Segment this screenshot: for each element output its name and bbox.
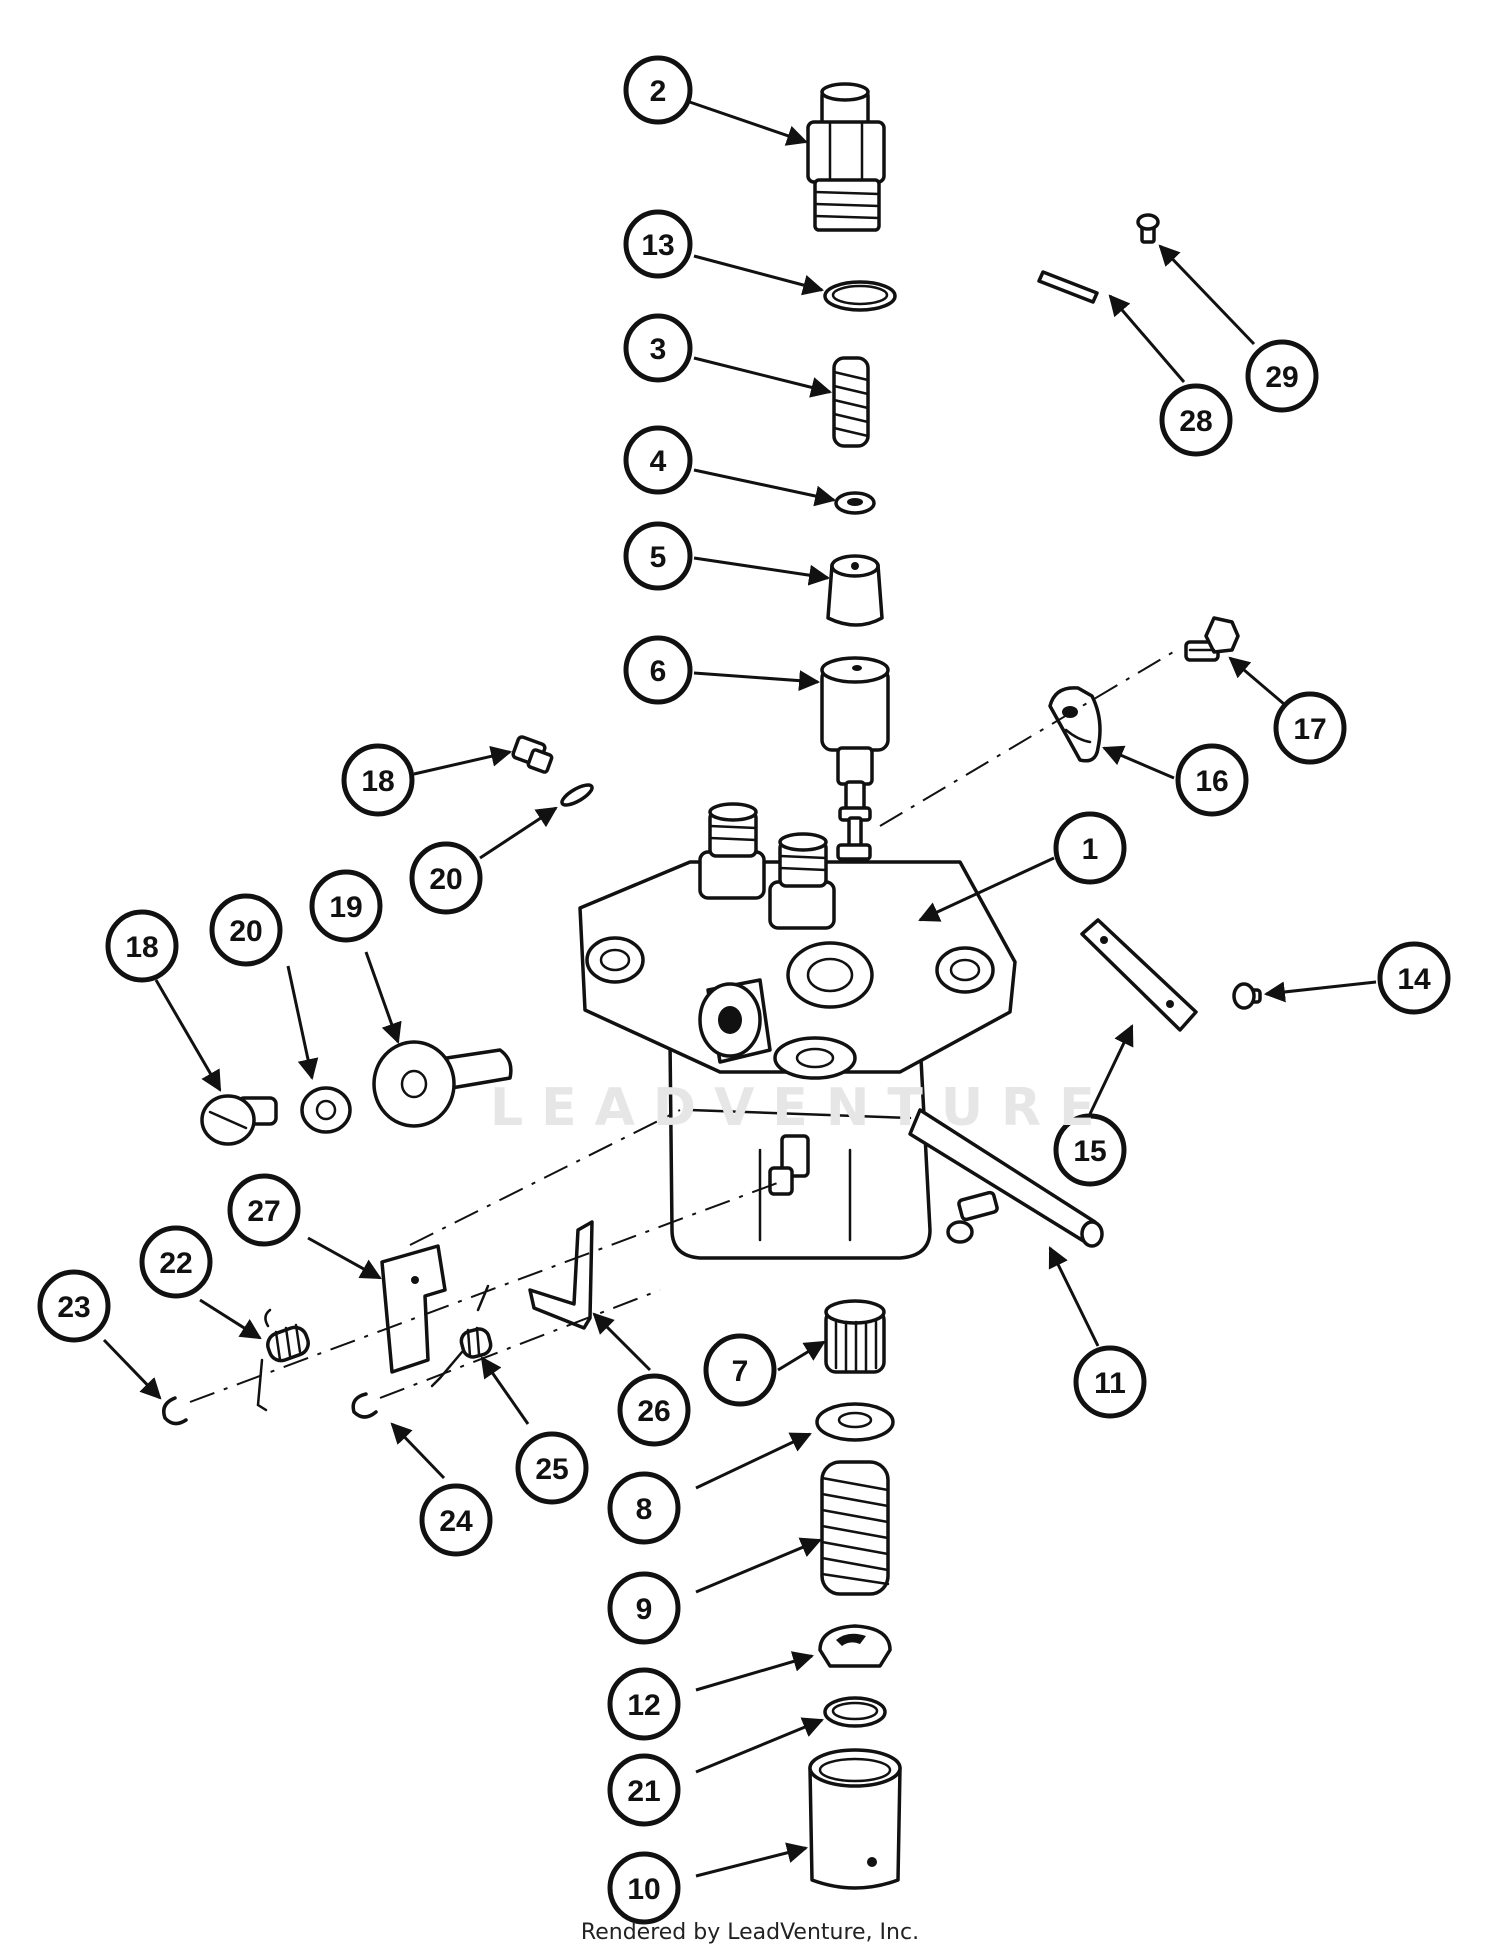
part-6-plunger[interactable] — [820, 656, 890, 861]
callout-21[interactable]: 21 — [607, 1753, 681, 1827]
svg-text:14: 14 — [1397, 963, 1431, 996]
part-18-fitting-upper[interactable] — [511, 735, 554, 774]
svg-text:15: 15 — [1073, 1135, 1106, 1168]
part-12-lower-spring-seat[interactable] — [818, 1624, 892, 1668]
watermark-text: LEADVENTURE — [490, 1078, 1113, 1138]
part-20-washer-lower[interactable] — [300, 1086, 352, 1134]
callout-9[interactable]: 9 — [607, 1571, 681, 1645]
svg-text:26: 26 — [637, 1395, 670, 1428]
callout-19[interactable]: 19 — [309, 869, 383, 943]
part-7-control-sleeve[interactable] — [824, 1299, 886, 1374]
callout-22[interactable]: 22 — [139, 1225, 213, 1299]
svg-text:16: 16 — [1195, 765, 1228, 798]
part-27-lever-plate[interactable] — [380, 1244, 447, 1374]
part-21-o-ring[interactable] — [823, 1696, 887, 1728]
callout-1[interactable]: 1 — [1053, 811, 1127, 885]
part-1-pump-body[interactable] — [578, 802, 1017, 1260]
part-4-washer[interactable] — [834, 491, 876, 515]
leader-lines — [102, 96, 1377, 1878]
part-14-screw[interactable] — [1232, 982, 1262, 1010]
part-28-pin[interactable] — [1037, 270, 1099, 304]
part-16-plate[interactable] — [1048, 686, 1102, 763]
part-23-clip[interactable] — [162, 1396, 188, 1426]
callout-4[interactable]: 4 — [623, 425, 693, 495]
svg-text:29: 29 — [1265, 361, 1298, 394]
callout-13[interactable]: 13 — [623, 209, 693, 279]
callout-11[interactable]: 11 — [1073, 1345, 1147, 1419]
svg-text:28: 28 — [1179, 405, 1212, 438]
part-25-spring[interactable] — [430, 1284, 493, 1388]
callout-25[interactable]: 25 — [515, 1431, 589, 1505]
svg-text:20: 20 — [229, 915, 262, 948]
callout-18-lower[interactable]: 18 — [105, 909, 179, 983]
callout-8[interactable]: 8 — [607, 1471, 681, 1545]
callout-20-upper[interactable]: 20 — [409, 841, 483, 915]
svg-text:4: 4 — [650, 445, 667, 478]
part-11-control-rod[interactable] — [908, 1108, 1104, 1248]
svg-text:11: 11 — [1094, 1367, 1126, 1400]
callout-20-lower[interactable]: 20 — [209, 893, 283, 967]
callout-16[interactable]: 16 — [1175, 743, 1249, 817]
svg-text:25: 25 — [535, 1453, 568, 1486]
svg-text:13: 13 — [641, 229, 674, 262]
part-20-washer-upper[interactable] — [559, 781, 594, 808]
svg-text:3: 3 — [650, 333, 667, 366]
assembly-center-lines — [189, 647, 1181, 1403]
part-26-bracket[interactable] — [528, 1220, 594, 1330]
svg-text:23: 23 — [57, 1291, 90, 1324]
callout-27[interactable]: 27 — [227, 1173, 301, 1247]
svg-text:6: 6 — [650, 655, 667, 688]
svg-text:19: 19 — [329, 891, 362, 924]
part-19-banjo-connector[interactable] — [372, 1040, 513, 1128]
svg-text:24: 24 — [439, 1505, 473, 1538]
part-2-delivery-valve-holder[interactable] — [806, 82, 886, 232]
part-18-banjo-bolt[interactable] — [200, 1094, 278, 1146]
svg-text:10: 10 — [627, 1873, 660, 1906]
svg-text:22: 22 — [159, 1247, 192, 1280]
callout-10[interactable]: 10 — [607, 1851, 681, 1925]
part-15-gasket-plate[interactable] — [1080, 918, 1198, 1032]
svg-text:7: 7 — [732, 1355, 749, 1388]
callout-14[interactable]: 14 — [1377, 941, 1451, 1015]
callout-3[interactable]: 3 — [623, 313, 693, 383]
credit-footer: Rendered by LeadVenture, Inc. — [580, 1920, 920, 1945]
svg-text:17: 17 — [1293, 713, 1326, 746]
svg-text:18: 18 — [125, 931, 158, 964]
part-3-spring[interactable] — [832, 356, 870, 448]
callout-6[interactable]: 6 — [623, 635, 693, 705]
callout-5[interactable]: 5 — [623, 521, 693, 591]
svg-text:9: 9 — [636, 1593, 653, 1626]
callout-26[interactable]: 26 — [617, 1373, 691, 1447]
callout-17[interactable]: 17 — [1273, 691, 1347, 765]
callout-7[interactable]: 7 — [703, 1333, 777, 1407]
part-17-bolt[interactable] — [1184, 616, 1240, 662]
part-24-clip[interactable] — [351, 1392, 378, 1419]
callout-23[interactable]: 23 — [37, 1269, 111, 1343]
callout-2[interactable]: 2 — [623, 55, 693, 125]
svg-text:5: 5 — [650, 541, 667, 574]
svg-text:21: 21 — [627, 1775, 660, 1808]
part-13-o-ring[interactable] — [823, 280, 897, 312]
callout-15[interactable]: 15 — [1053, 1113, 1127, 1187]
callout-24[interactable]: 24 — [419, 1483, 493, 1557]
part-9-plunger-spring[interactable] — [820, 1460, 890, 1596]
part-10-tappet[interactable] — [808, 1748, 902, 1890]
svg-text:12: 12 — [627, 1689, 660, 1722]
svg-text:27: 27 — [247, 1195, 280, 1228]
svg-text:18: 18 — [361, 765, 394, 798]
part-29-screw[interactable] — [1136, 213, 1160, 244]
callout-28[interactable]: 28 — [1159, 383, 1233, 457]
svg-text:20: 20 — [429, 863, 462, 896]
callout-12[interactable]: 12 — [607, 1667, 681, 1741]
svg-text:1: 1 — [1082, 833, 1099, 866]
part-8-spring-seat[interactable] — [815, 1402, 895, 1442]
svg-text:2: 2 — [650, 75, 667, 108]
svg-text:8: 8 — [636, 1493, 653, 1526]
callout-29[interactable]: 29 — [1245, 339, 1319, 413]
callout-18-upper[interactable]: 18 — [341, 743, 415, 817]
part-5-delivery-valve[interactable] — [826, 554, 884, 627]
